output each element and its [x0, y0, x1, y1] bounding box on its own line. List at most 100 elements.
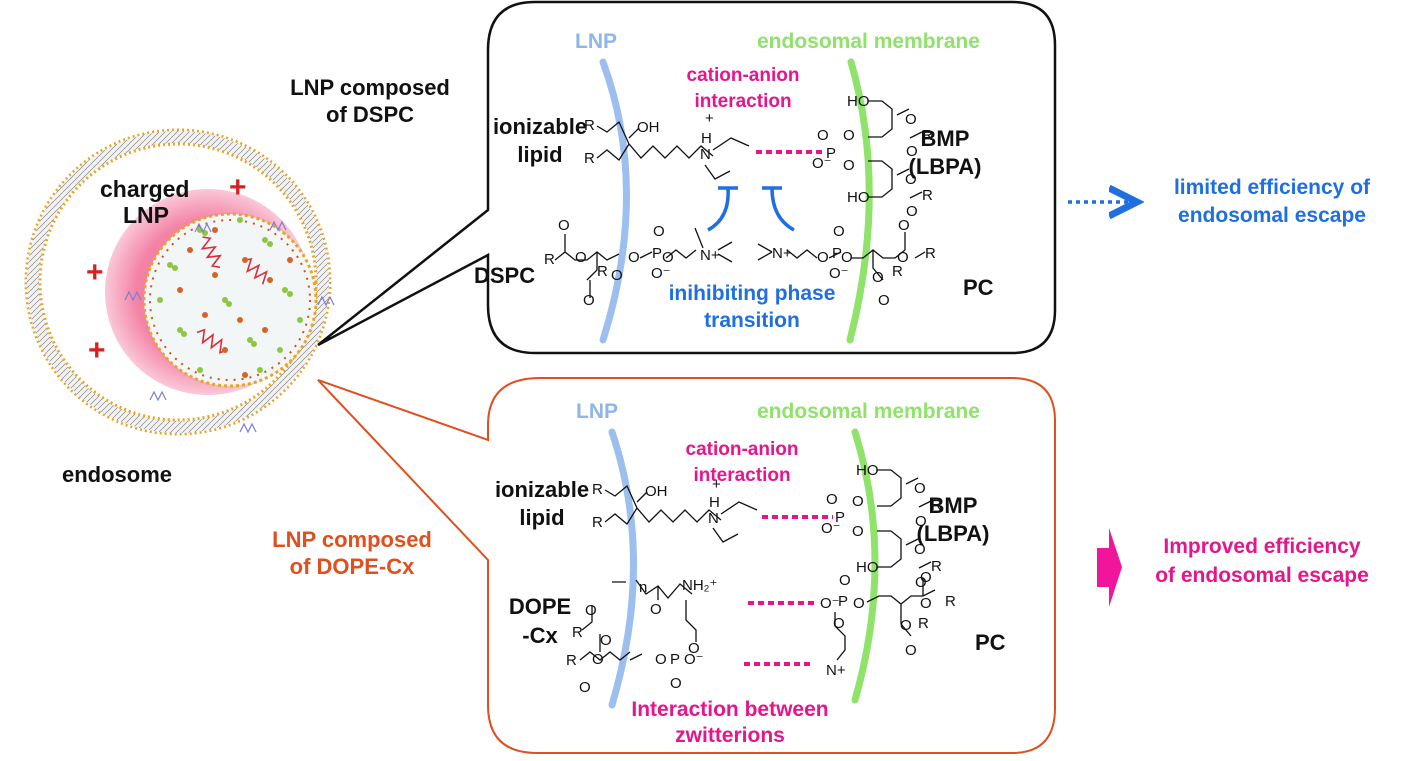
svg-text:O: O	[655, 651, 667, 668]
svg-text:O: O	[688, 640, 700, 657]
svg-text:NH₂⁺: NH₂⁺	[682, 577, 717, 594]
svg-text:P: P	[670, 651, 680, 668]
bmp-label: BMP	[921, 126, 970, 151]
lnp-membrane-line	[608, 428, 637, 709]
svg-text:R: R	[931, 497, 942, 514]
svg-text:O: O	[852, 493, 864, 510]
dspc-lnp-title: LNP composed	[290, 75, 450, 100]
svg-text:R: R	[566, 652, 577, 669]
svg-text:R: R	[945, 593, 956, 610]
svg-text:N: N	[708, 510, 719, 527]
svg-text:R: R	[584, 150, 595, 167]
dspc-label: DSPC	[474, 263, 535, 288]
ionizable-lipid-label: ionizable	[495, 477, 589, 502]
ionizable-lipid-label-2: lipid	[517, 142, 562, 167]
svg-text:HO: HO	[856, 559, 879, 576]
svg-text:O: O	[670, 675, 682, 692]
svg-text:O: O	[914, 480, 926, 497]
bmp-structure: HO HO P O O O⁻ O O O R R O O	[812, 93, 933, 220]
cation-anion-label-2: interaction	[694, 91, 791, 112]
svg-text:R: R	[931, 558, 942, 575]
svg-text:R: R	[544, 251, 555, 268]
svg-text:O⁻: O⁻	[820, 595, 840, 612]
ionizable-lipid-structure: R R OH + H N	[592, 476, 758, 543]
svg-text:n: n	[639, 579, 647, 596]
improved-escape-arrow	[1097, 528, 1122, 607]
endosome-label: endosome	[62, 462, 172, 487]
svg-text:O: O	[905, 171, 917, 188]
endosome-illustration: charged LNP + + + endosome LNP composed …	[24, 75, 450, 579]
svg-text:O: O	[558, 217, 570, 234]
svg-text:R: R	[592, 481, 603, 498]
svg-text:O: O	[611, 267, 623, 284]
bottom-panel: LNP endosomal membrane cation-anion inte…	[495, 400, 1006, 747]
svg-text:N+: N+	[772, 245, 792, 262]
ionizable-lipid-label: ionizable	[493, 114, 587, 139]
endosome-inner-leaflet	[38, 142, 318, 422]
bmp-structure: HO HO P O O O⁻ O O O R R O O	[821, 462, 942, 591]
svg-text:R: R	[584, 117, 595, 134]
plus-sign: +	[229, 171, 247, 204]
svg-text:O⁻: O⁻	[829, 265, 849, 282]
svg-text:O: O	[575, 249, 587, 266]
svg-text:R: R	[592, 514, 603, 531]
svg-text:+: +	[705, 110, 714, 127]
lnp-particle	[142, 212, 318, 388]
svg-text:O: O	[872, 269, 884, 286]
svg-text:O: O	[915, 513, 927, 530]
svg-text:O: O	[650, 601, 662, 618]
svg-text:HO: HO	[847, 189, 870, 206]
svg-text:O: O	[920, 569, 932, 586]
svg-text:P: P	[652, 245, 662, 262]
svg-text:O: O	[900, 617, 912, 634]
endosome-outer-leaflet	[24, 128, 332, 436]
pc-label: PC	[963, 275, 994, 300]
svg-text:O⁻: O⁻	[651, 265, 671, 282]
bottom-callout-border	[317, 377, 1056, 754]
plus-sign: +	[88, 334, 106, 367]
svg-text:O: O	[843, 157, 855, 174]
svg-text:O: O	[878, 292, 890, 309]
svg-text:O: O	[853, 595, 865, 612]
svg-text:O: O	[833, 615, 845, 632]
improved-escape-label: Improved efficiency	[1163, 535, 1361, 558]
svg-text:P: P	[838, 593, 848, 610]
svg-text:HO: HO	[847, 93, 870, 110]
svg-text:O: O	[600, 632, 612, 649]
svg-text:O: O	[905, 111, 917, 128]
svg-text:HO: HO	[856, 462, 879, 479]
svg-text:O: O	[592, 651, 604, 668]
svg-text:R: R	[572, 624, 583, 641]
svg-text:O: O	[920, 595, 932, 612]
svg-text:H: H	[709, 494, 720, 511]
cation-anion-label: cation-anion	[687, 65, 800, 86]
svg-text:R: R	[597, 263, 608, 280]
dope-lnp-title: LNP composed	[272, 527, 432, 552]
svg-text:R: R	[892, 263, 903, 280]
dope-cx-label-2: -Cx	[522, 623, 558, 648]
svg-text:O: O	[914, 541, 926, 558]
inhibit-label-2: transition	[704, 309, 800, 332]
svg-text:O: O	[662, 249, 674, 266]
ionizable-lipid-structure: R R OH + H N	[584, 110, 750, 180]
svg-text:O: O	[628, 249, 640, 266]
svg-text:O: O	[826, 491, 838, 508]
inhibition-markers	[707, 186, 795, 232]
zwitterion-label-2: zwitterions	[675, 724, 785, 747]
lipid-heads	[177, 227, 293, 378]
endosomal-membrane-line	[851, 428, 879, 704]
svg-text:H: H	[701, 130, 712, 147]
svg-text:O: O	[897, 249, 909, 266]
svg-text:P: P	[835, 509, 845, 526]
svg-text:O: O	[898, 217, 910, 234]
lnp-label: LNP	[576, 400, 618, 423]
svg-text:OH: OH	[637, 119, 660, 136]
top-panel: LNP endosomal membrane cation-anion inte…	[474, 30, 994, 344]
charged-lnp-label-2: LNP	[123, 202, 169, 228]
svg-text:N+: N+	[826, 662, 846, 679]
svg-text:R: R	[925, 245, 936, 262]
endosomal-membrane-line	[846, 58, 873, 344]
improved-escape-label-2: of endosomal escape	[1155, 564, 1369, 587]
peg-chains	[124, 220, 335, 434]
svg-text:O⁻: O⁻	[821, 520, 841, 537]
